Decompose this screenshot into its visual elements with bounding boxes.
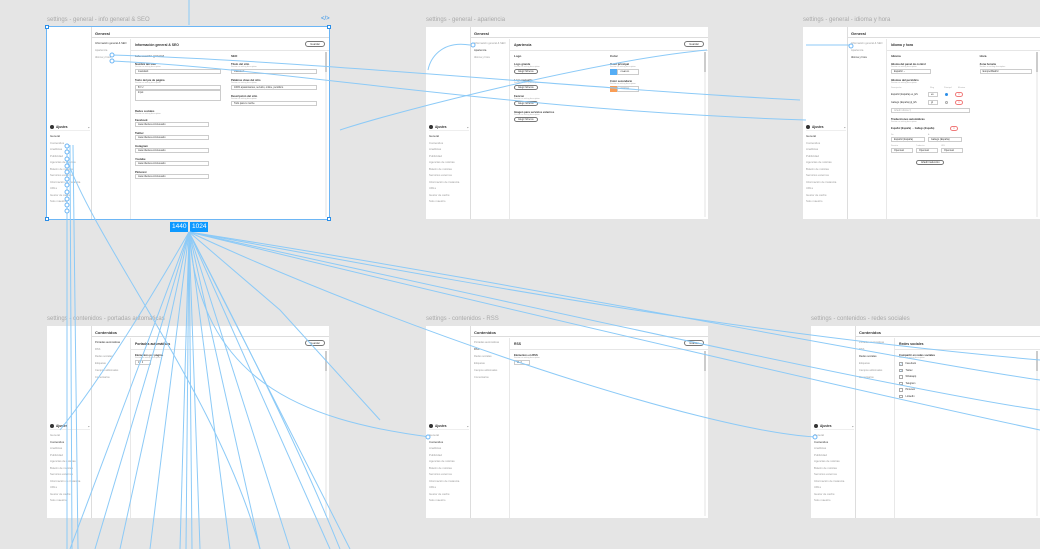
prototype-connection[interactable] — [189, 232, 230, 549]
prototype-connection[interactable] — [189, 232, 1040, 410]
connection-node[interactable] — [110, 59, 114, 63]
prototype-connection[interactable] — [73, 145, 78, 549]
connection-node[interactable] — [65, 150, 69, 154]
prototype-connection[interactable] — [112, 55, 800, 100]
prototype-connection[interactable] — [189, 232, 815, 437]
prototype-connection[interactable] — [70, 145, 72, 549]
prototype-connection[interactable] — [189, 232, 1040, 360]
connection-node[interactable] — [65, 144, 69, 148]
connection-node[interactable] — [110, 53, 114, 57]
connection-node[interactable] — [471, 43, 475, 47]
connection-node[interactable] — [65, 157, 69, 161]
connection-node[interactable] — [65, 183, 69, 187]
prototype-connection[interactable] — [189, 232, 1040, 380]
prototype-connection[interactable] — [189, 232, 1040, 430]
connection-node[interactable] — [65, 177, 69, 181]
prototype-connection[interactable] — [67, 160, 260, 549]
connection-node[interactable] — [65, 197, 69, 201]
connection-node[interactable] — [426, 435, 430, 439]
connection-node[interactable] — [65, 190, 69, 194]
prototype-connection[interactable] — [60, 232, 189, 430]
prototype-connection[interactable] — [150, 232, 189, 549]
prototype-connection[interactable] — [189, 232, 340, 549]
prototype-connection[interactable] — [189, 232, 260, 549]
connection-node[interactable] — [65, 164, 69, 168]
connection-node[interactable] — [813, 435, 817, 439]
prototype-connection[interactable] — [340, 50, 707, 130]
connection-node[interactable] — [65, 170, 69, 174]
prototype-connection[interactable] — [112, 61, 806, 120]
prototype-connection[interactable] — [189, 232, 380, 420]
prototype-connection[interactable] — [428, 44, 470, 70]
connection-node[interactable] — [849, 44, 853, 48]
prototype-connection[interactable] — [189, 232, 330, 549]
prototype-connection[interactable] — [95, 232, 189, 549]
connection-node[interactable] — [65, 203, 69, 207]
connection-node[interactable] — [65, 209, 69, 213]
